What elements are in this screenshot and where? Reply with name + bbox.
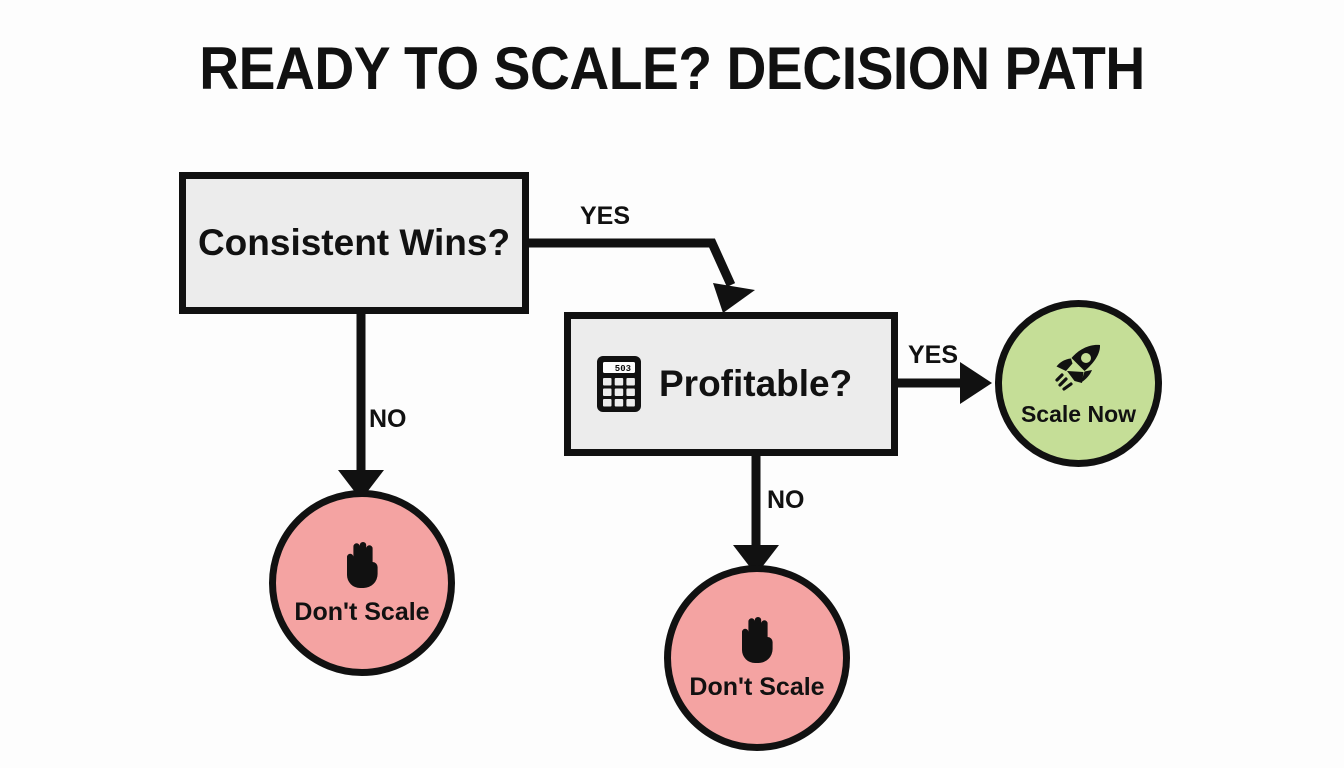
raised-hand-icon (347, 541, 378, 588)
edge-label-no-consistent: NO (369, 405, 407, 433)
edge-label-yes-consistent: YES (580, 202, 631, 230)
rocket-icon (1054, 344, 1100, 391)
edge-yes-consistent-to-profitable (529, 238, 755, 313)
edge-yes-profitable-to-scalenow (898, 362, 992, 404)
svg-text:503: 503 (615, 364, 631, 374)
decision-node-profitable[interactable]: 503 Profitable? (564, 312, 898, 456)
outcome-node-scale-now[interactable]: Scale Now (995, 300, 1162, 467)
edge-no-consistent-to-dontscale (338, 314, 384, 500)
raised-hand-icon (742, 616, 773, 663)
decision-node-consistent-wins[interactable]: Consistent Wins? (179, 172, 529, 314)
outcome-node-dont-scale-1[interactable]: Don't Scale (269, 490, 455, 676)
page-title: READY TO SCALE? DECISION PATH (199, 35, 1145, 102)
edge-label-yes-profitable: YES (908, 341, 959, 369)
decision-node-label: Consistent Wins? (197, 222, 511, 263)
outcome-node-dont-scale-2[interactable]: Don't Scale (664, 565, 850, 751)
outcome-node-label: Don't Scale (294, 597, 430, 626)
decision-node-label: Profitable? (659, 363, 853, 404)
edge-label-no-profitable: NO (767, 486, 805, 514)
outcome-node-label: Scale Now (1020, 401, 1137, 427)
outcome-node-label: Don't Scale (689, 672, 825, 701)
edge-no-profitable-to-dontscale (733, 456, 779, 575)
calculator-icon: 503 (597, 356, 641, 412)
